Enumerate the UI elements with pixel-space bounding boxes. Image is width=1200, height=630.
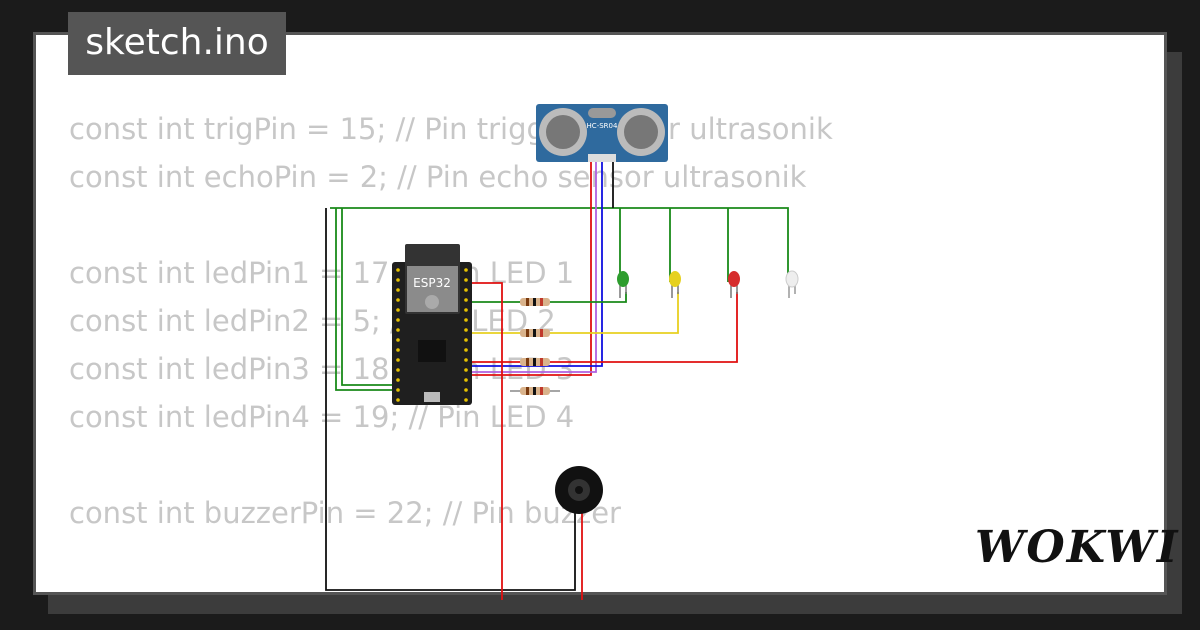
ultrasonic-sensor: HC-SR04 bbox=[536, 104, 668, 162]
code-background: const int trigPin = 15; // Pin trigger s… bbox=[69, 105, 833, 592]
wire-green-gnd-2 bbox=[341, 208, 392, 386]
resistor bbox=[510, 387, 560, 395]
led-yellow bbox=[669, 271, 681, 298]
wire-green-bus bbox=[330, 207, 789, 282]
buzzer bbox=[555, 466, 603, 514]
led-white bbox=[785, 270, 799, 298]
wire-blue-sensor bbox=[470, 160, 603, 367]
wire-red-led-signal bbox=[470, 292, 738, 363]
esp32-board: ESP32 bbox=[392, 244, 472, 405]
wire-violet-sensor bbox=[470, 160, 597, 373]
code-line: const int ledPin4 = 19; // Pin LED 4 bbox=[69, 400, 575, 434]
file-title: sketch.ino bbox=[68, 12, 286, 75]
led-green bbox=[617, 271, 629, 298]
sensor-label: HC-SR04 bbox=[587, 122, 618, 130]
esp32-label: ESP32 bbox=[413, 276, 451, 290]
wire-red-sensor bbox=[470, 160, 592, 376]
code-line: const int ledPin1 = 17; // Pin LED 1 bbox=[69, 256, 575, 290]
wire-black-buzzer bbox=[325, 208, 576, 591]
resistor bbox=[520, 329, 550, 337]
wokwi-logo: WOKWI bbox=[975, 522, 1180, 573]
wire-green-gnd bbox=[335, 208, 392, 391]
wire-red-down bbox=[470, 282, 503, 600]
code-line: const int buzzerPin = 22; // Pin buzzer bbox=[69, 496, 621, 530]
resistor bbox=[520, 358, 550, 366]
led-red bbox=[728, 271, 740, 298]
resistors bbox=[510, 298, 560, 395]
leds bbox=[617, 270, 799, 298]
code-line: const int echoPin = 2; // Pin echo senso… bbox=[69, 160, 807, 194]
resistor bbox=[520, 298, 550, 306]
